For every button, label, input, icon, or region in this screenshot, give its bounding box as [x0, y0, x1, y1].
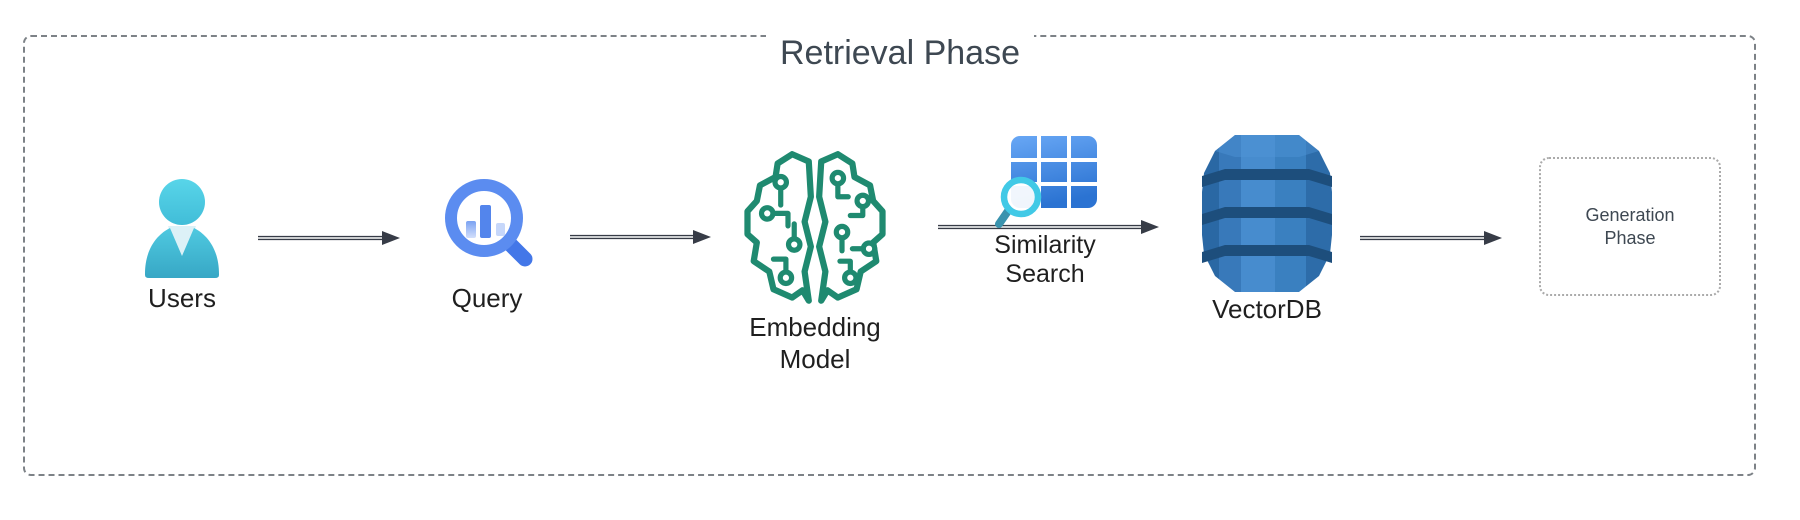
vectordb-label: VectorDB — [1212, 294, 1322, 324]
embedding-label-line1: Embedding — [749, 312, 881, 342]
generation-phase-box: Generation Phase — [1539, 157, 1721, 296]
page-title: Retrieval Phase — [765, 33, 1035, 73]
arrow-users-to-query — [258, 231, 400, 245]
similarity-label-line1: Similarity — [994, 231, 1096, 259]
generation-label-line1: Generation — [1585, 204, 1675, 225]
arrow-embedding-to-vectordb — [938, 220, 1159, 234]
embedding-label: Embedding Model — [749, 311, 881, 375]
users-label: Users — [148, 283, 216, 313]
arrow-vectordb-to-generation — [1360, 231, 1502, 245]
magnifier-bar-chart-icon — [438, 174, 538, 283]
similarity-label-line2: Search — [1005, 260, 1085, 288]
ai-brain-circuit-icon — [742, 149, 888, 315]
user-icon — [138, 176, 226, 285]
retrieval-phase-container — [23, 35, 1756, 476]
query-label: Query — [451, 283, 523, 313]
generation-label-line2: Phase — [1604, 227, 1656, 248]
similarity-search-label: Similarity Search — [994, 231, 1095, 289]
database-barrel-icon — [1197, 130, 1337, 302]
arrow-query-to-embedding — [570, 230, 711, 244]
grid-magnifier-icon — [995, 133, 1101, 238]
embedding-label-line2: Model — [779, 344, 851, 374]
